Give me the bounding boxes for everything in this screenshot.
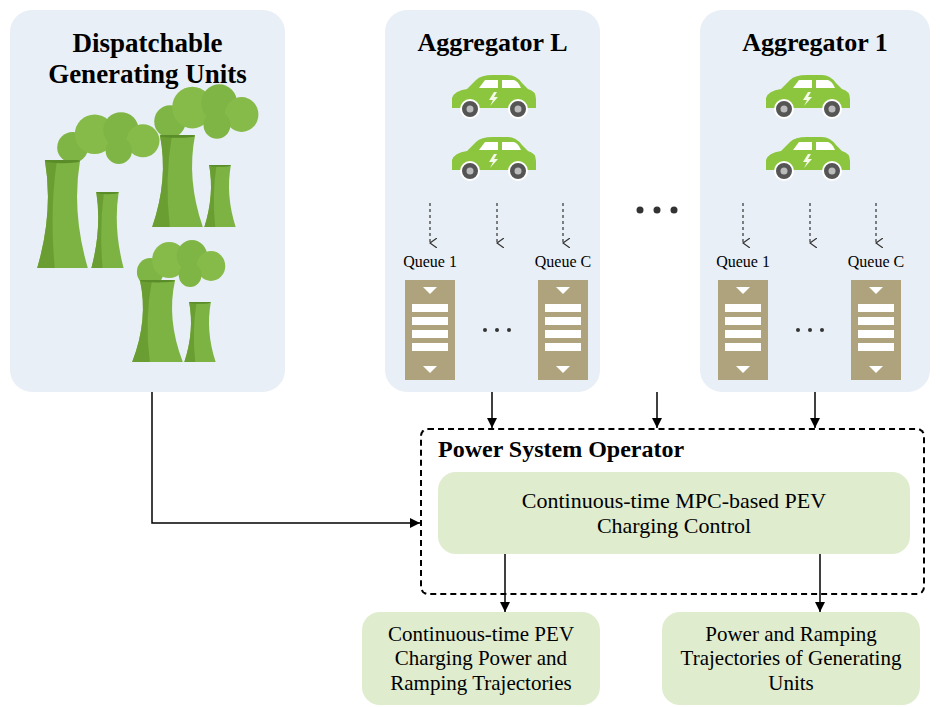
heading: Power System Operator	[438, 436, 684, 464]
output-box: Continuous-time PEV Charging Power and R…	[362, 612, 600, 705]
aggregator-panel: Queue 1 Queue C Aggregator L	[385, 10, 600, 392]
queue: Queue 1	[405, 280, 455, 380]
aggregator-panel: Queue 1 Queue C Aggregator 1	[700, 10, 930, 392]
queue: Queue C	[851, 280, 901, 380]
process-box: Continuous-time MPC-based PEV Charging C…	[438, 472, 910, 554]
connector-arrow	[491, 392, 493, 428]
more-aggregators-arrow	[656, 392, 658, 428]
box-text: Power and Ramping Trajectories of Genera…	[670, 622, 912, 694]
connector-arrow	[504, 554, 506, 612]
queue-label: Queue 1	[716, 253, 770, 271]
box-text: Continuous-time MPC-based PEV Charging C…	[504, 488, 844, 539]
heading: Dispatchable Generating Units	[28, 28, 268, 90]
generator-panel: Dispatchable Generating Units	[10, 10, 285, 392]
queue-label: Queue C	[848, 253, 904, 271]
operator-group: Continuous-time MPC-based PEV Charging C…	[420, 428, 925, 595]
connector-arrow	[814, 392, 816, 428]
queue: Queue 1	[718, 280, 768, 380]
heading: Aggregator L	[418, 28, 568, 58]
connector-arrow	[819, 554, 821, 612]
queue-label: Queue C	[535, 253, 591, 271]
output-box: Power and Ramping Trajectories of Genera…	[662, 612, 920, 705]
box-text: Continuous-time PEV Charging Power and R…	[371, 622, 591, 694]
queue-label: Queue 1	[403, 253, 457, 271]
queue: Queue C	[538, 280, 588, 380]
connector-arrow	[152, 392, 420, 523]
heading: Aggregator 1	[742, 28, 888, 58]
